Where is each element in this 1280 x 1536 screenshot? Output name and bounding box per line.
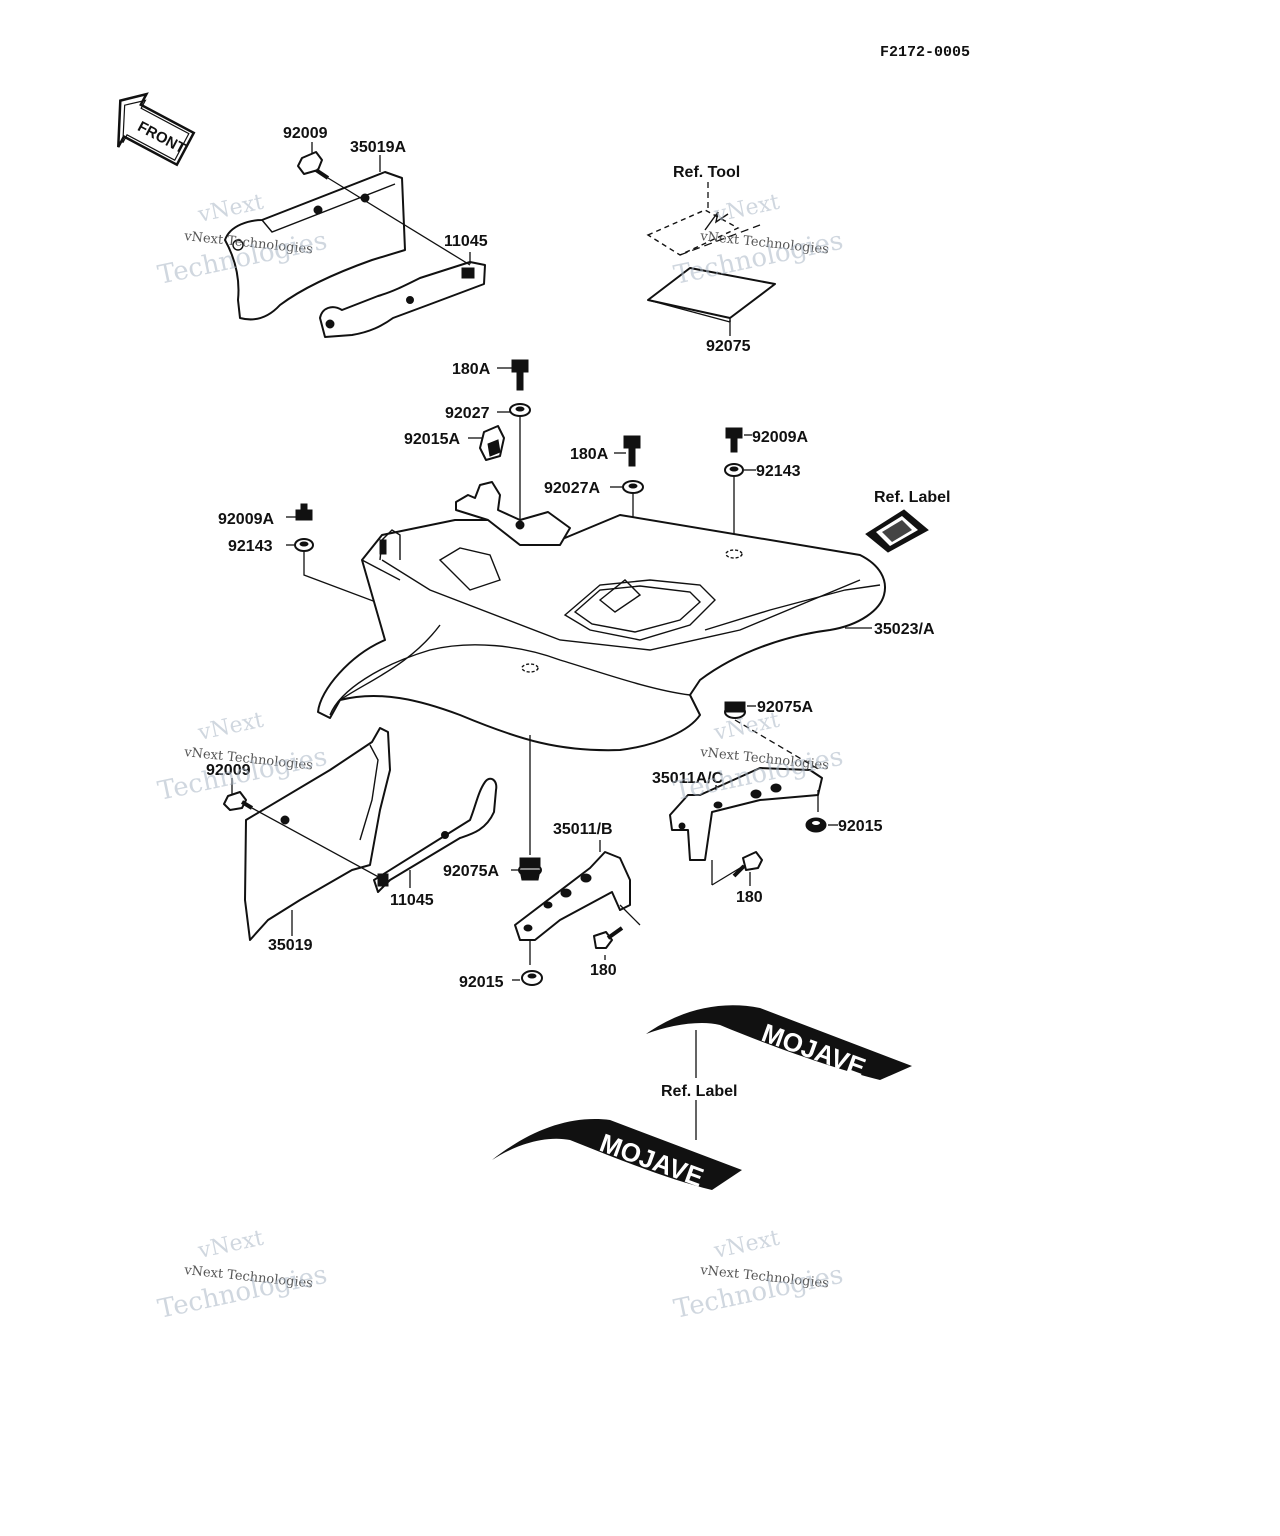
watermark-line1: vNext: [711, 190, 782, 228]
watermark-line1: vNext: [711, 1226, 782, 1264]
label-35011AC: 35011A/C: [652, 770, 724, 787]
label-180A-lower: 180A: [570, 446, 609, 463]
label-35019: 35019: [268, 937, 313, 954]
washer-92027A-icon: [622, 480, 644, 494]
watermark-line1: vNext: [195, 1226, 266, 1264]
label-180A-upper: 180A: [452, 361, 491, 378]
label-92075: 92075: [706, 338, 751, 355]
label-ref-label-upper: Ref. Label: [874, 489, 950, 506]
side-cover-lower-group: [223, 727, 498, 941]
label-92143-right: 92143: [756, 463, 801, 480]
label-92143-left: 92143: [228, 538, 273, 555]
nut-92015-right-icon: [805, 817, 827, 833]
grommet-92143-left-icon: [294, 538, 314, 552]
label-35011B: 35011/B: [553, 821, 613, 838]
bolt-92009A-left-icon: [295, 503, 313, 521]
bracket-35011AC: [669, 767, 823, 861]
label-92015-right: 92015: [838, 818, 883, 835]
grommet-92143-right-icon: [724, 463, 744, 477]
watermark-line1: vNext: [195, 708, 266, 746]
label-92027A: 92027A: [544, 480, 600, 497]
bolt-92009-lower-icon: [223, 791, 254, 811]
label-11045-lower: 11045: [390, 892, 434, 909]
label-92009A-right: 92009A: [752, 429, 808, 446]
label-180-right: 180: [736, 889, 763, 906]
label-35023A: 35023/A: [874, 621, 935, 638]
washer-92027-icon: [509, 403, 531, 417]
label-92009-top: 92009: [283, 125, 328, 142]
label-92027: 92027: [445, 405, 490, 422]
bracket-35011B: [514, 851, 631, 941]
bolt-92009-top-icon: [297, 151, 330, 180]
label-92009A-left: 92009A: [218, 511, 274, 528]
label-35019A: 35019A: [350, 139, 406, 156]
watermark-bottom-left: vNext vNext Technologies Technologies: [155, 1226, 330, 1325]
nut-92015-lower-icon: [521, 970, 543, 986]
label-180-lower: 180: [590, 962, 617, 979]
drawing-number: F2172-0005: [880, 44, 970, 61]
label-92009-lower: 92009: [206, 762, 251, 779]
label-ref-tool: Ref. Tool: [673, 164, 740, 181]
cushion-92075A-lower-icon: [518, 857, 542, 881]
watermark-bottom-right: vNext vNext Technologies Technologies: [671, 1226, 846, 1325]
front-arrow-icon: FRONT: [117, 92, 196, 167]
label-92015A: 92015A: [404, 431, 460, 448]
bolt-180A-upper-icon: [511, 359, 529, 391]
decal-upper-text: MOJAVE: [758, 1017, 870, 1082]
side-cover-upper-group: [224, 142, 486, 338]
label-92075A-right: 92075A: [757, 699, 813, 716]
bolt-180-lower-icon: [593, 926, 624, 949]
label-92075A-lower: 92075A: [443, 863, 499, 880]
decal-lower-icon: MOJAVE: [492, 1119, 742, 1193]
ref-tool-group: [646, 182, 776, 336]
bolt-180-right-icon: [732, 851, 763, 878]
label-11045-top: 11045: [444, 233, 488, 250]
watermark-top-right: vNext vNext Technologies Technologies: [671, 190, 846, 291]
rear-fender-35023: [317, 481, 886, 855]
cap-92015A-icon: [479, 425, 505, 461]
cushion-92075A-right-icon: [724, 701, 746, 719]
label-ref-label-lower: Ref. Label: [661, 1083, 737, 1100]
ref-label-upper-icon: [865, 509, 929, 553]
bolt-180A-lower-icon: [623, 435, 641, 467]
watermark-line1: vNext: [711, 708, 782, 746]
label-92015-lower: 92015: [459, 974, 504, 991]
decal-upper-icon: MOJAVE: [646, 1005, 912, 1083]
bolt-92009A-right-icon: [725, 427, 743, 453]
